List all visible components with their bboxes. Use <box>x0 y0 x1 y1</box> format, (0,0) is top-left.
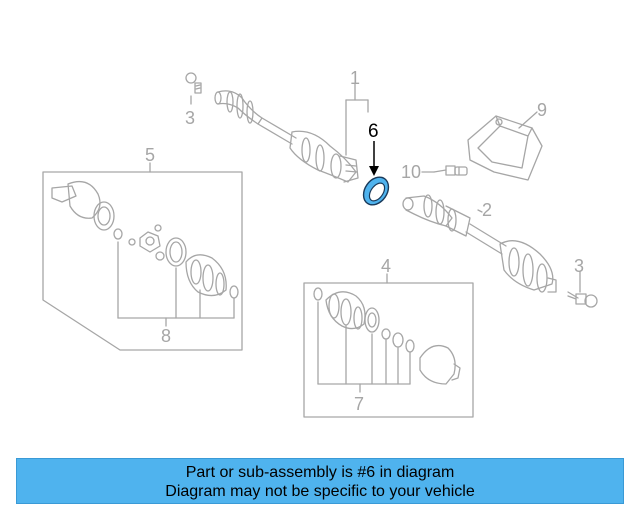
callout-1: 1 <box>350 68 360 88</box>
banner-line-2: Diagram may not be specific to your vehi… <box>165 483 475 500</box>
callout-10: 10 <box>401 162 421 182</box>
callout-4: 4 <box>381 256 391 276</box>
assembly-box-4 <box>303 273 474 418</box>
callout-5: 5 <box>145 145 155 165</box>
heat-shield-9[interactable] <box>467 111 543 181</box>
seal-ring-6-highlighted[interactable] <box>358 172 393 209</box>
banner-line-1: Part or sub-assembly is #6 in diagram <box>185 464 455 481</box>
arrow-6 <box>369 141 379 176</box>
drive-shaft-2[interactable] <box>402 194 557 293</box>
bolt-3-upper[interactable] <box>185 72 202 94</box>
callout-3-upper: 3 <box>185 108 195 128</box>
callout-2: 2 <box>482 200 492 220</box>
assembly-box-5 <box>42 162 243 351</box>
drive-shaft-1[interactable] <box>214 90 359 183</box>
callout-bracket-7 <box>317 301 411 393</box>
callout-3-lower: 3 <box>574 256 584 276</box>
bolt-10[interactable] <box>433 165 468 176</box>
callout-7: 7 <box>354 394 364 414</box>
callout-6: 6 <box>368 121 379 142</box>
callout-bracket-1 <box>345 83 369 156</box>
callout-8: 8 <box>161 326 171 346</box>
callout-9: 9 <box>537 100 547 120</box>
info-banner: Part or sub-assembly is #6 in diagram Di… <box>16 458 624 504</box>
cv-joint-parts-4[interactable] <box>313 287 461 385</box>
leader-lines <box>190 95 581 293</box>
cv-joint-parts-5[interactable] <box>51 180 239 299</box>
callout-bracket-8 <box>117 241 235 327</box>
parts-diagram: 1 2 3 3 4 5 6 7 8 9 10 <box>42 68 598 418</box>
bolt-3-lower[interactable] <box>567 291 598 308</box>
